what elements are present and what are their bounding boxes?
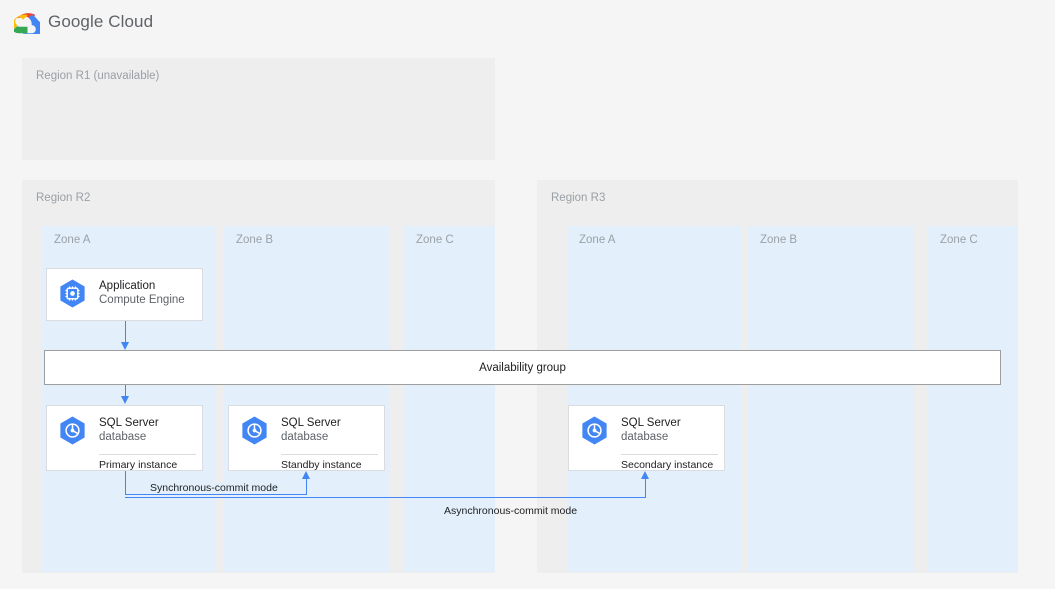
compute-engine-icon [57,278,88,309]
zone-r3-b: Zone B [748,226,914,572]
sql-server-icon [57,415,88,446]
connector-app-to-ag-line [125,321,127,343]
connector-sync-down [125,471,127,495]
region-r1: Region R1 (unavailable) [22,58,495,160]
card-sql-standby-footer: Standby instance [281,459,362,471]
zone-r2-a-label: Zone A [54,234,91,246]
card-sql-secondary-divider [621,454,718,455]
zone-r2-c-label: Zone C [416,234,454,246]
connector-sync-arrow [302,471,310,479]
zone-r3-a: Zone A [567,226,741,572]
zone-r2-b: Zone B [224,226,390,572]
zone-r3-b-label: Zone B [760,234,798,246]
connector-async-arrow [641,471,649,479]
card-sql-primary[interactable]: SQL Server database Primary instance [46,405,203,471]
card-sql-secondary-top: SQL Server database [569,406,724,454]
sql-server-icon [579,415,610,446]
card-sql-secondary-footer: Secondary instance [621,459,714,471]
connector-ag-to-primary-arrow [121,396,129,404]
google-cloud-wordmark: Google Cloud [48,12,154,31]
zone-r2-b-label: Zone B [236,234,274,246]
card-sql-secondary-text: SQL Server database [621,416,681,445]
card-application-top: Application Compute Engine [47,269,202,317]
card-sql-standby-top: SQL Server database [229,406,384,454]
card-sql-primary-divider [99,454,196,455]
card-sql-secondary[interactable]: SQL Server database Secondary instance [568,405,725,471]
availability-group-label: Availability group [479,361,566,374]
card-sql-primary-title: SQL Server [99,416,159,429]
card-application-title: Application [99,279,156,292]
card-sql-standby-subtitle: database [281,431,329,443]
connector-sync-label: Synchronous-commit mode [146,482,282,494]
connector-sync-up [306,479,308,495]
connector-sync-horizontal [125,494,307,496]
region-r1-label: Region R1 (unavailable) [36,70,160,82]
google-cloud-logo-icon [12,12,43,40]
connector-async-up [645,479,647,498]
zone-r3-c: Zone C [928,226,1018,572]
card-application[interactable]: Application Compute Engine [46,268,203,321]
card-sql-standby[interactable]: SQL Server database Standby instance [228,405,385,471]
card-sql-primary-text: SQL Server database [99,416,159,445]
card-sql-standby-divider [281,454,378,455]
card-sql-secondary-subtitle: database [621,431,669,443]
zone-r3-a-label: Zone A [579,234,616,246]
page-header: Google Cloud [0,0,1055,46]
card-sql-standby-text: SQL Server database [281,416,341,445]
card-sql-primary-footer: Primary instance [99,459,178,471]
card-application-text: Application Compute Engine [99,279,185,308]
connector-async-label: Asynchronous-commit mode [444,505,578,517]
card-sql-standby-title: SQL Server [281,416,341,429]
sql-server-icon [239,415,270,446]
zone-r2-c: Zone C [404,226,495,572]
region-r2-label: Region R2 [36,192,91,204]
card-sql-primary-subtitle: database [99,431,147,443]
region-r3-label: Region R3 [551,192,606,204]
connector-async-horizontal [125,497,646,499]
availability-group[interactable]: Availability group [44,350,1001,385]
card-application-subtitle: Compute Engine [99,294,185,306]
connector-ag-to-primary-line [125,385,127,397]
card-sql-secondary-title: SQL Server [621,416,681,429]
zone-r3-c-label: Zone C [940,234,978,246]
card-sql-primary-top: SQL Server database [47,406,202,454]
connector-app-to-ag-arrow [121,342,129,350]
